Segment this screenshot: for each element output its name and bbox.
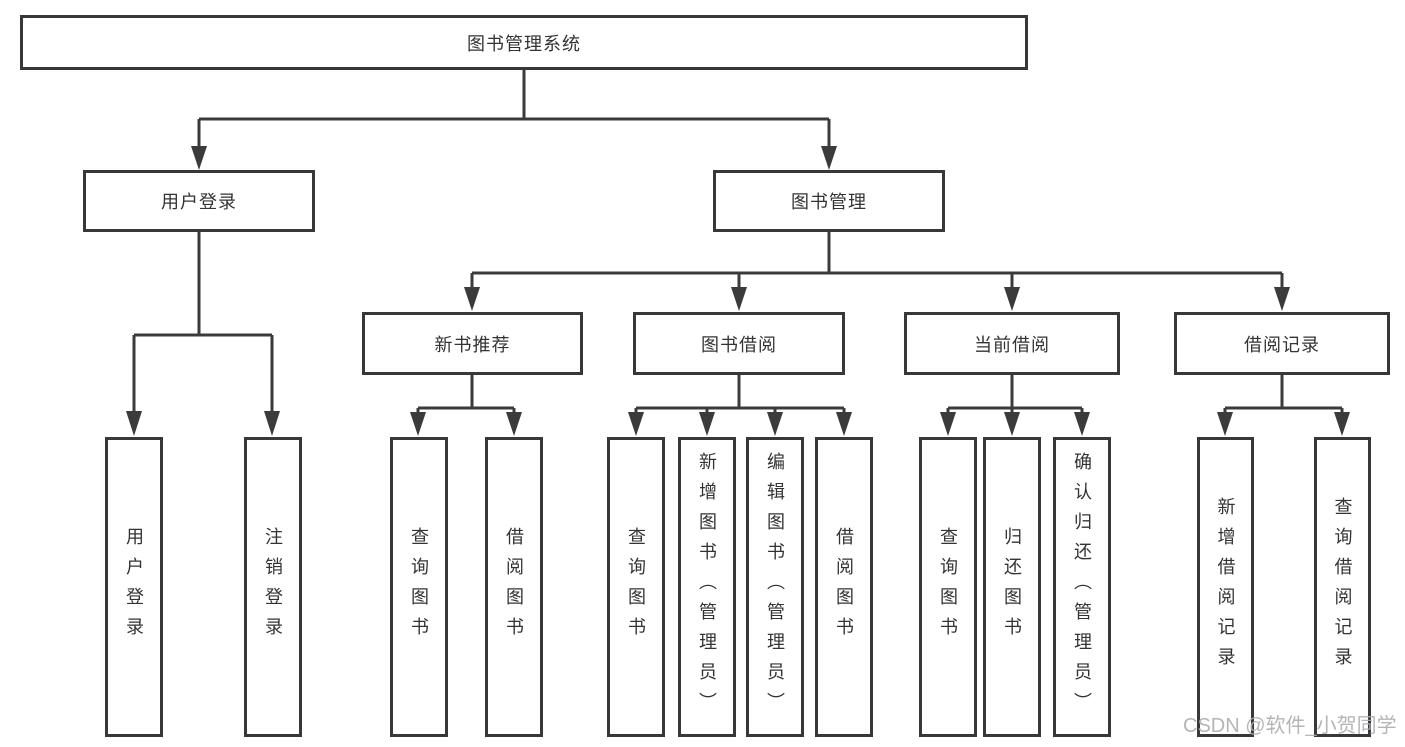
leaf-query-book-current: 查询图书 (919, 437, 977, 737)
leaf-borrow-book-recommend: 借阅图书 (485, 437, 543, 737)
connector-root-to-level2 (191, 70, 837, 170)
connector-current-to-leaves (940, 375, 1090, 436)
leaf-add-borrow-record: 新增借阅记录 (1197, 437, 1254, 737)
leaf-borrow-book: 借阅图书 (815, 437, 873, 737)
node-current-borrowing: 当前借阅 (904, 312, 1120, 375)
leaf-confirm-return-admin: 确认归还（管理员） (1053, 437, 1111, 737)
node-book-management: 图书管理 (713, 170, 945, 232)
leaf-query-borrow-record: 查询借阅记录 (1314, 437, 1371, 737)
node-borrowing-records: 借阅记录 (1174, 312, 1390, 375)
leaf-query-book-borrowing: 查询图书 (607, 437, 665, 737)
leaf-add-book-admin: 新增图书（管理员） (678, 437, 736, 737)
connector-user-login-to-leaves (126, 232, 280, 436)
leaf-edit-book-admin: 编辑图书（管理员） (746, 437, 804, 737)
connector-book-mgmt-to-level3 (464, 232, 1290, 311)
node-user-login: 用户登录 (83, 170, 315, 232)
node-root-system: 图书管理系统 (20, 15, 1028, 70)
connector-records-to-leaves (1217, 375, 1350, 436)
leaf-query-book-recommend: 查询图书 (390, 437, 448, 737)
node-new-book-recommend: 新书推荐 (362, 312, 583, 375)
leaf-logout: 注销登录 (244, 437, 302, 737)
csdn-watermark: CSDN @软件_小贺同学 (1183, 715, 1397, 737)
leaf-user-login: 用户登录 (105, 437, 163, 737)
leaf-return-book: 归还图书 (983, 437, 1041, 737)
node-book-borrowing: 图书借阅 (633, 312, 845, 375)
connector-borrowing-to-leaves (628, 375, 852, 436)
connector-new-book-to-leaves (410, 375, 522, 436)
